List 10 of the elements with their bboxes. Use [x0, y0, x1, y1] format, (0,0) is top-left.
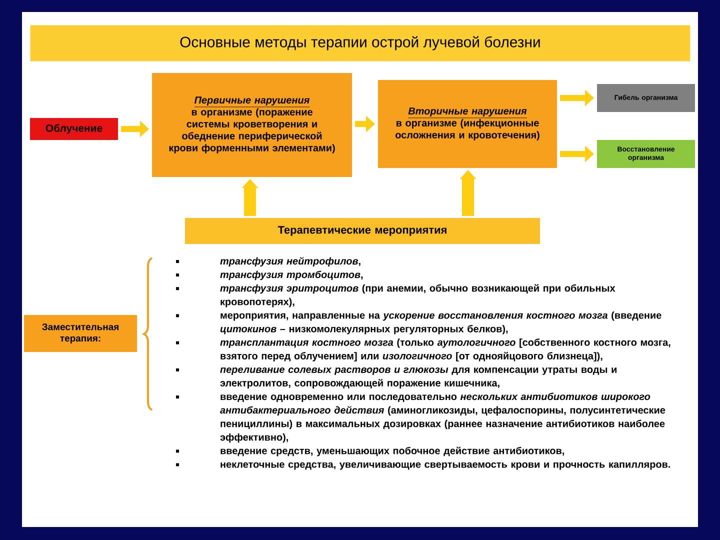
bullet-item: введение средств, уменьшающих побочное действие антибиотиков, [220, 446, 564, 456]
therapy-bar: Терапевтические мероприятия [185, 218, 540, 244]
title-band: Основные методы терапии острой лучевой болезни [30, 25, 690, 62]
process-box: Первичные нарушения в организме (поражение системы кроветворения и обеднение периферической крови форменными элементами) [152, 73, 352, 177]
bullet-item: трансфузия тромбоцитов, [220, 270, 363, 280]
source-box: Облучение [30, 118, 118, 140]
bullet-item: неклеточные средства, увеличивающие свертываемость крови и прочность капилляров. [220, 462, 670, 470]
therapy-box: Заместительная терапия: [24, 315, 137, 352]
process-box: Вторичные нарушения в организме (инфекционные осложнения и кровотечения) [378, 80, 557, 168]
bullet-item: трансфузия нейтрофилов, [220, 257, 360, 267]
